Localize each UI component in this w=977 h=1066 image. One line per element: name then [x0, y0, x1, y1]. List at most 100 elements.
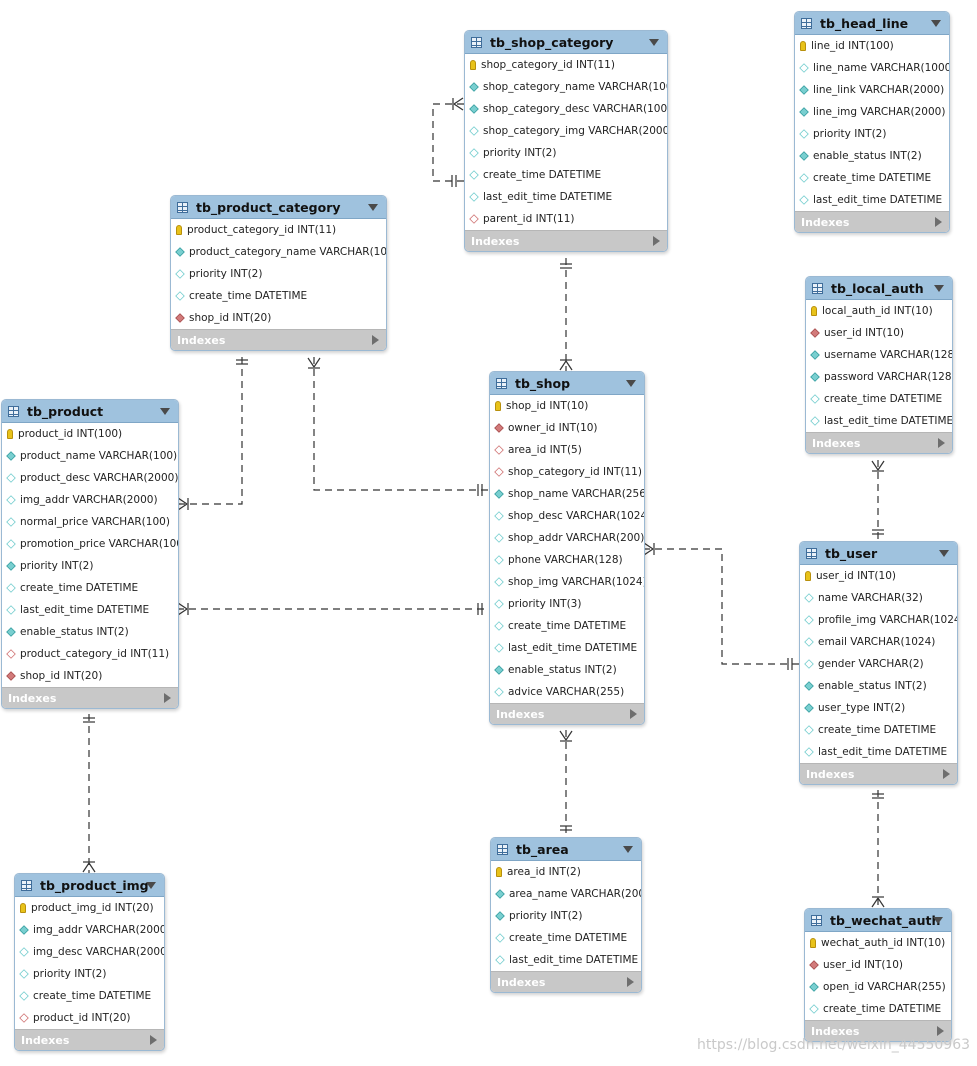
column-row[interactable]: last_edit_time DATETIME: [490, 637, 644, 659]
table-header[interactable]: tb_product_category: [171, 196, 386, 219]
column-row[interactable]: gender VARCHAR(2): [800, 653, 957, 675]
table-header[interactable]: tb_shop_category: [465, 31, 667, 54]
column-row[interactable]: area_id INT(2): [491, 861, 641, 883]
column-row[interactable]: priority INT(2): [795, 123, 949, 145]
column-row[interactable]: last_edit_time DATETIME: [491, 949, 641, 971]
table-header[interactable]: tb_shop: [490, 372, 644, 395]
column-row[interactable]: password VARCHAR(128): [806, 366, 952, 388]
collapse-arrow-icon[interactable]: [623, 846, 633, 853]
column-row[interactable]: owner_id INT(10): [490, 417, 644, 439]
column-row[interactable]: parent_id INT(11): [465, 208, 667, 230]
table-header[interactable]: tb_head_line: [795, 12, 949, 35]
column-row[interactable]: create_time DATETIME: [806, 388, 952, 410]
column-row[interactable]: last_edit_time DATETIME: [465, 186, 667, 208]
indexes-section[interactable]: Indexes: [465, 230, 667, 251]
column-row[interactable]: img_addr VARCHAR(2000): [2, 489, 178, 511]
column-row[interactable]: enable_status INT(2): [795, 145, 949, 167]
column-row[interactable]: shop_category_id INT(11): [465, 54, 667, 76]
column-row[interactable]: last_edit_time DATETIME: [2, 599, 178, 621]
column-row[interactable]: shop_category_desc VARCHAR(1000): [465, 98, 667, 120]
table-header[interactable]: tb_user: [800, 542, 957, 565]
column-row[interactable]: shop_category_id INT(11): [490, 461, 644, 483]
column-row[interactable]: promotion_price VARCHAR(100): [2, 533, 178, 555]
collapse-arrow-icon[interactable]: [931, 20, 941, 27]
column-row[interactable]: enable_status INT(2): [2, 621, 178, 643]
column-row[interactable]: shop_name VARCHAR(256): [490, 483, 644, 505]
indexes-section[interactable]: Indexes: [171, 329, 386, 350]
column-row[interactable]: advice VARCHAR(255): [490, 681, 644, 703]
column-row[interactable]: priority INT(2): [465, 142, 667, 164]
expand-arrow-icon[interactable]: [943, 769, 950, 779]
collapse-arrow-icon[interactable]: [626, 380, 636, 387]
column-row[interactable]: img_desc VARCHAR(2000): [15, 941, 164, 963]
column-row[interactable]: product_category_id INT(11): [2, 643, 178, 665]
column-row[interactable]: product_img_id INT(20): [15, 897, 164, 919]
collapse-arrow-icon[interactable]: [146, 882, 156, 889]
column-row[interactable]: user_type INT(2): [800, 697, 957, 719]
column-row[interactable]: shop_desc VARCHAR(1024): [490, 505, 644, 527]
indexes-section[interactable]: Indexes: [806, 432, 952, 453]
expand-arrow-icon[interactable]: [150, 1035, 157, 1045]
expand-arrow-icon[interactable]: [627, 977, 634, 987]
column-row[interactable]: create_time DATETIME: [805, 998, 951, 1020]
column-row[interactable]: priority INT(2): [491, 905, 641, 927]
table-header[interactable]: tb_wechat_auth: [805, 909, 951, 932]
column-row[interactable]: open_id VARCHAR(255): [805, 976, 951, 998]
column-row[interactable]: normal_price VARCHAR(100): [2, 511, 178, 533]
column-row[interactable]: product_id INT(20): [15, 1007, 164, 1029]
column-row[interactable]: line_img VARCHAR(2000): [795, 101, 949, 123]
collapse-arrow-icon[interactable]: [939, 550, 949, 557]
column-row[interactable]: area_id INT(5): [490, 439, 644, 461]
collapse-arrow-icon[interactable]: [160, 408, 170, 415]
column-row[interactable]: user_id INT(10): [806, 322, 952, 344]
indexes-section[interactable]: Indexes: [800, 763, 957, 784]
column-row[interactable]: enable_status INT(2): [800, 675, 957, 697]
column-row[interactable]: create_time DATETIME: [491, 927, 641, 949]
column-row[interactable]: enable_status INT(2): [490, 659, 644, 681]
indexes-section[interactable]: Indexes: [2, 687, 178, 708]
column-row[interactable]: shop_category_name VARCHAR(100): [465, 76, 667, 98]
column-row[interactable]: line_id INT(100): [795, 35, 949, 57]
expand-arrow-icon[interactable]: [372, 335, 379, 345]
column-row[interactable]: create_time DATETIME: [795, 167, 949, 189]
column-row[interactable]: wechat_auth_id INT(10): [805, 932, 951, 954]
expand-arrow-icon[interactable]: [937, 1026, 944, 1036]
column-row[interactable]: product_id INT(100): [2, 423, 178, 445]
column-row[interactable]: shop_addr VARCHAR(200): [490, 527, 644, 549]
column-row[interactable]: profile_img VARCHAR(1024): [800, 609, 957, 631]
indexes-section[interactable]: Indexes: [805, 1020, 951, 1041]
column-row[interactable]: create_time DATETIME: [465, 164, 667, 186]
column-row[interactable]: product_desc VARCHAR(2000): [2, 467, 178, 489]
expand-arrow-icon[interactable]: [630, 709, 637, 719]
column-row[interactable]: img_addr VARCHAR(2000): [15, 919, 164, 941]
column-row[interactable]: user_id INT(10): [805, 954, 951, 976]
column-row[interactable]: product_name VARCHAR(100): [2, 445, 178, 467]
collapse-arrow-icon[interactable]: [649, 39, 659, 46]
column-row[interactable]: create_time DATETIME: [15, 985, 164, 1007]
table-header[interactable]: tb_product: [2, 400, 178, 423]
collapse-arrow-icon[interactable]: [934, 285, 944, 292]
column-row[interactable]: phone VARCHAR(128): [490, 549, 644, 571]
column-row[interactable]: local_auth_id INT(10): [806, 300, 952, 322]
column-row[interactable]: priority INT(2): [2, 555, 178, 577]
column-row[interactable]: email VARCHAR(1024): [800, 631, 957, 653]
column-row[interactable]: create_time DATETIME: [800, 719, 957, 741]
column-row[interactable]: shop_category_img VARCHAR(2000): [465, 120, 667, 142]
expand-arrow-icon[interactable]: [164, 693, 171, 703]
indexes-section[interactable]: Indexes: [491, 971, 641, 992]
column-row[interactable]: shop_id INT(20): [2, 665, 178, 687]
collapse-arrow-icon[interactable]: [933, 917, 943, 924]
column-row[interactable]: shop_img VARCHAR(1024): [490, 571, 644, 593]
column-row[interactable]: shop_id INT(20): [171, 307, 386, 329]
column-row[interactable]: line_link VARCHAR(2000): [795, 79, 949, 101]
expand-arrow-icon[interactable]: [935, 217, 942, 227]
indexes-section[interactable]: Indexes: [490, 703, 644, 724]
